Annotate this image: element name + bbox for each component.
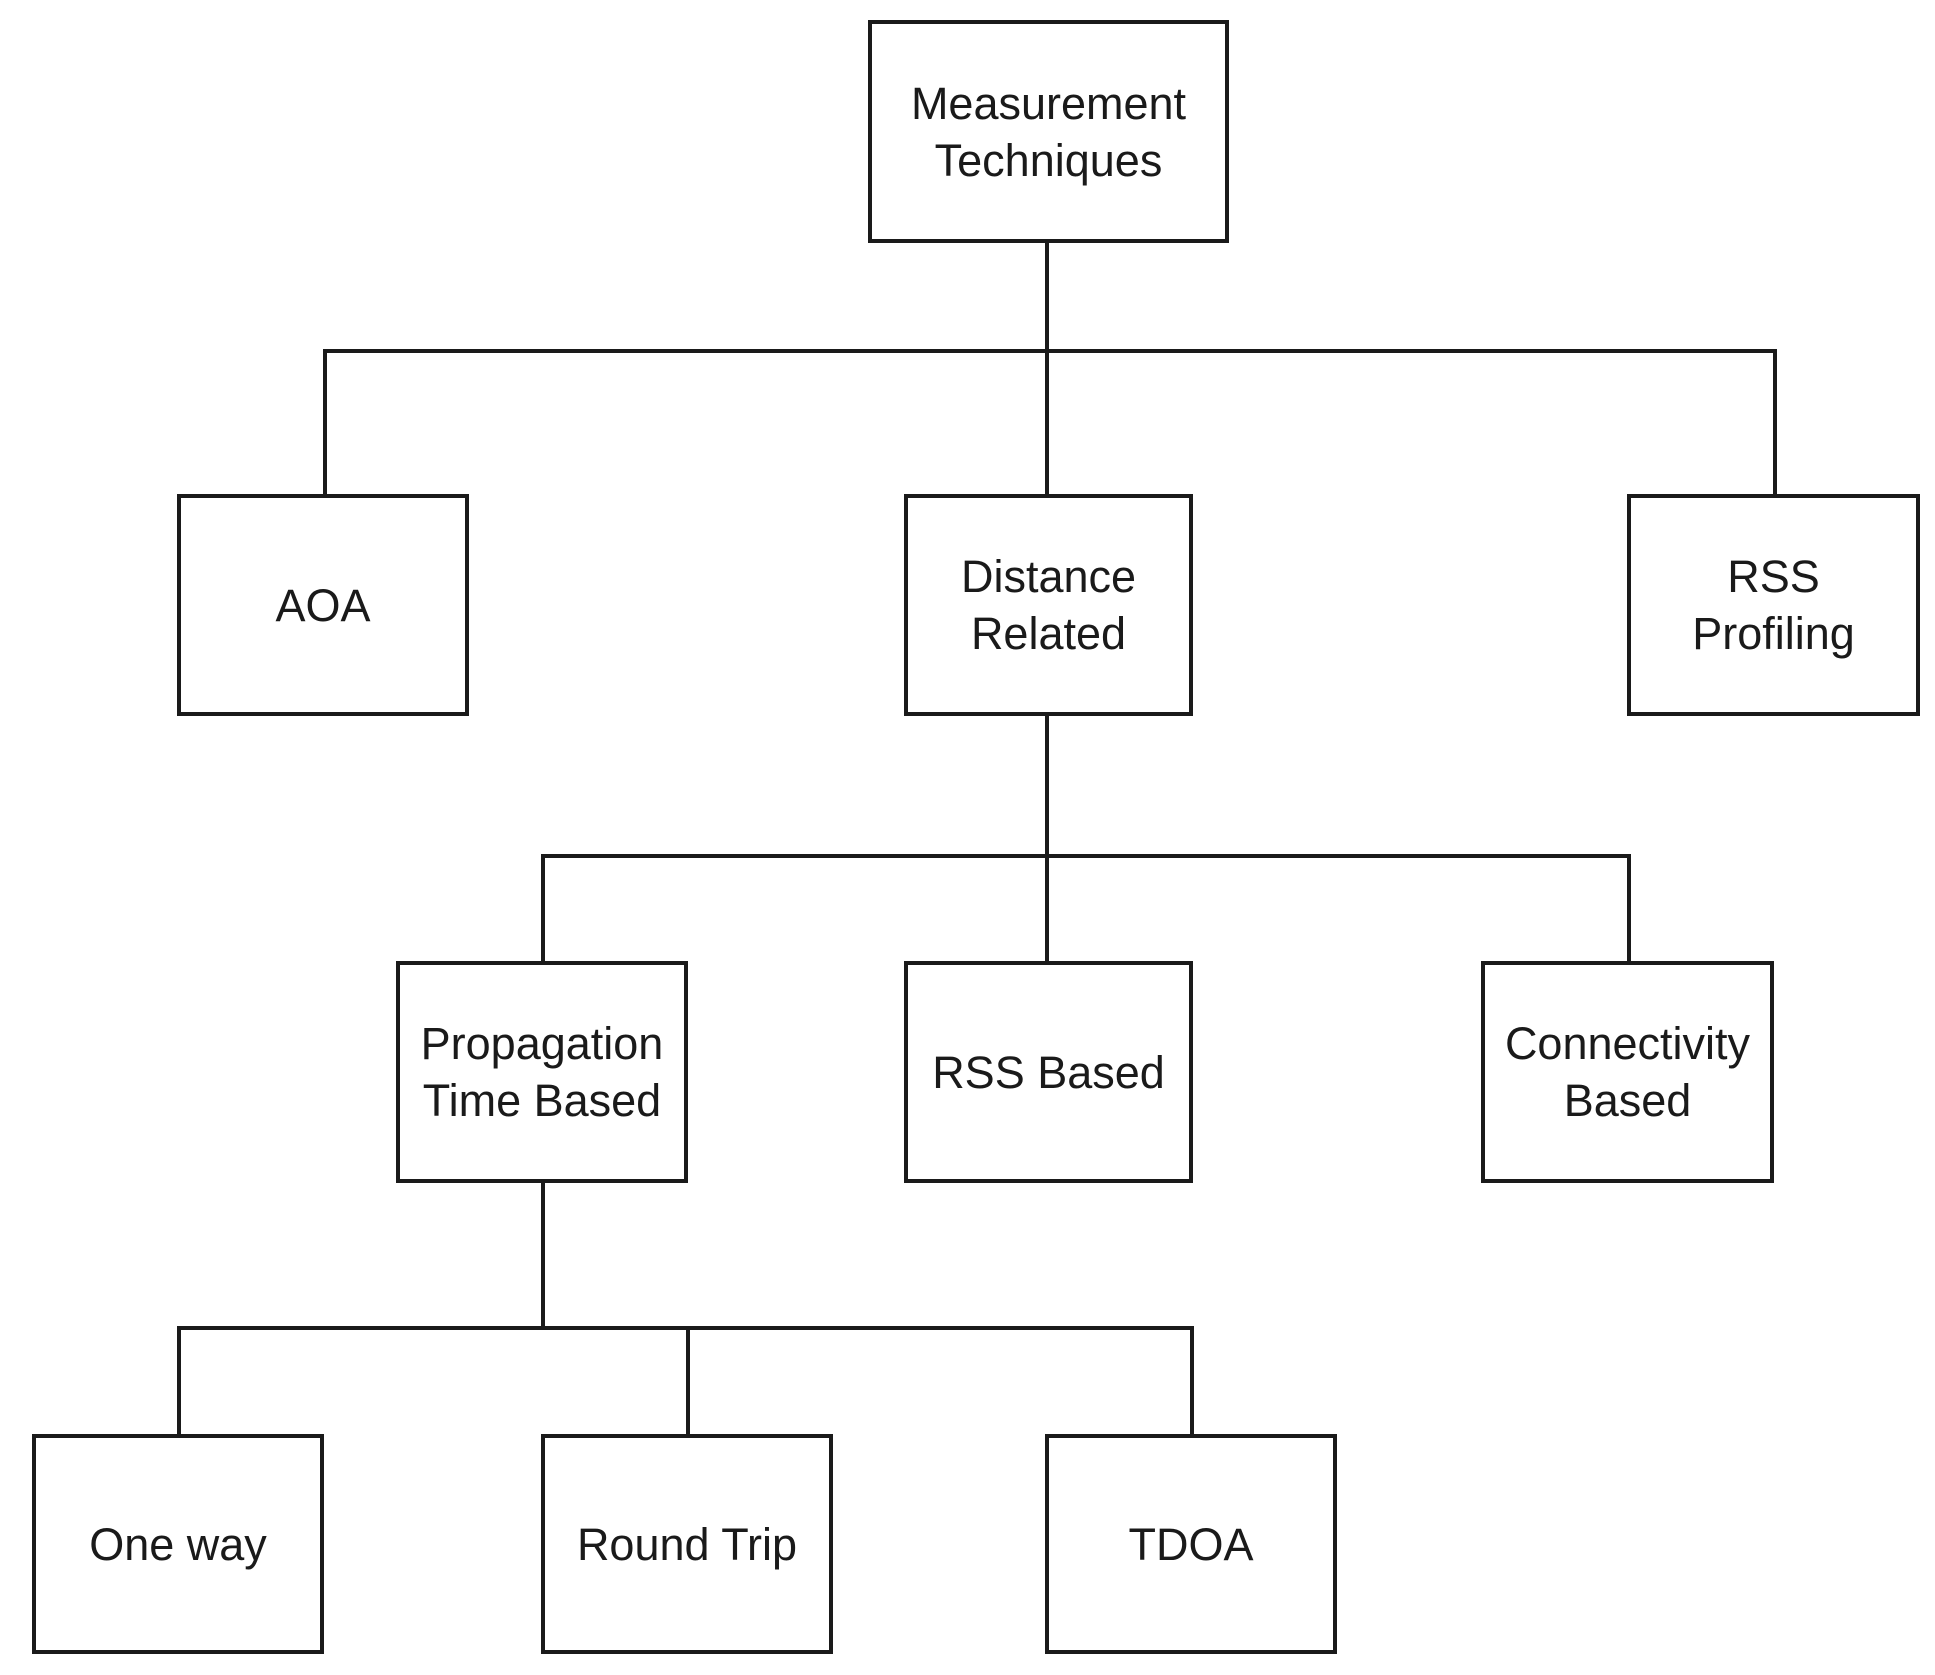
connector-to-round-trip [686, 1326, 690, 1437]
node-measurement-techniques: Measurement Techniques [868, 20, 1229, 243]
node-one-way: One way [32, 1434, 324, 1654]
connector-distance-trunk [1045, 716, 1049, 857]
connector-root-trunk [1045, 243, 1049, 352]
connector-to-propagation-time-based [541, 854, 545, 964]
connector-level1-bar [323, 349, 1777, 353]
connector-to-one-way [177, 1326, 181, 1437]
node-propagation-time-based: Propagation Time Based [396, 961, 688, 1183]
node-rss-based-label: RSS Based [932, 1046, 1165, 1098]
connector-to-tdoa [1190, 1326, 1194, 1437]
connector-level2-bar [541, 854, 1631, 858]
node-connectivity-based-label: Connectivity Based [1504, 1018, 1751, 1126]
connector-to-distance-related [1045, 349, 1049, 495]
connector-propagation-trunk [541, 1183, 545, 1329]
node-distance-related: Distance Related [904, 494, 1193, 716]
node-distance-related-label: Distance Related [960, 551, 1137, 659]
connector-to-connectivity-based [1627, 854, 1631, 964]
node-aoa: AOA [177, 494, 469, 716]
node-round-trip-label: Round Trip [576, 1518, 798, 1570]
node-round-trip: Round Trip [541, 1434, 833, 1654]
node-connectivity-based: Connectivity Based [1481, 961, 1774, 1183]
node-one-way-label: One way [89, 1518, 267, 1570]
connector-level3-bar [177, 1326, 1194, 1330]
node-rss-profiling-label: RSS Profiling [1692, 551, 1855, 659]
node-propagation-time-based-label: Propagation Time Based [420, 1018, 664, 1126]
connector-to-rss-based [1045, 854, 1049, 964]
node-aoa-label: AOA [275, 579, 371, 631]
node-tdoa-label: TDOA [1128, 1518, 1254, 1570]
connector-to-aoa [323, 349, 327, 495]
node-measurement-techniques-label: Measurement Techniques [910, 77, 1187, 186]
node-tdoa: TDOA [1045, 1434, 1337, 1654]
node-rss-based: RSS Based [904, 961, 1193, 1183]
node-rss-profiling: RSS Profiling [1627, 494, 1920, 716]
connector-to-rss-profiling [1773, 349, 1777, 495]
